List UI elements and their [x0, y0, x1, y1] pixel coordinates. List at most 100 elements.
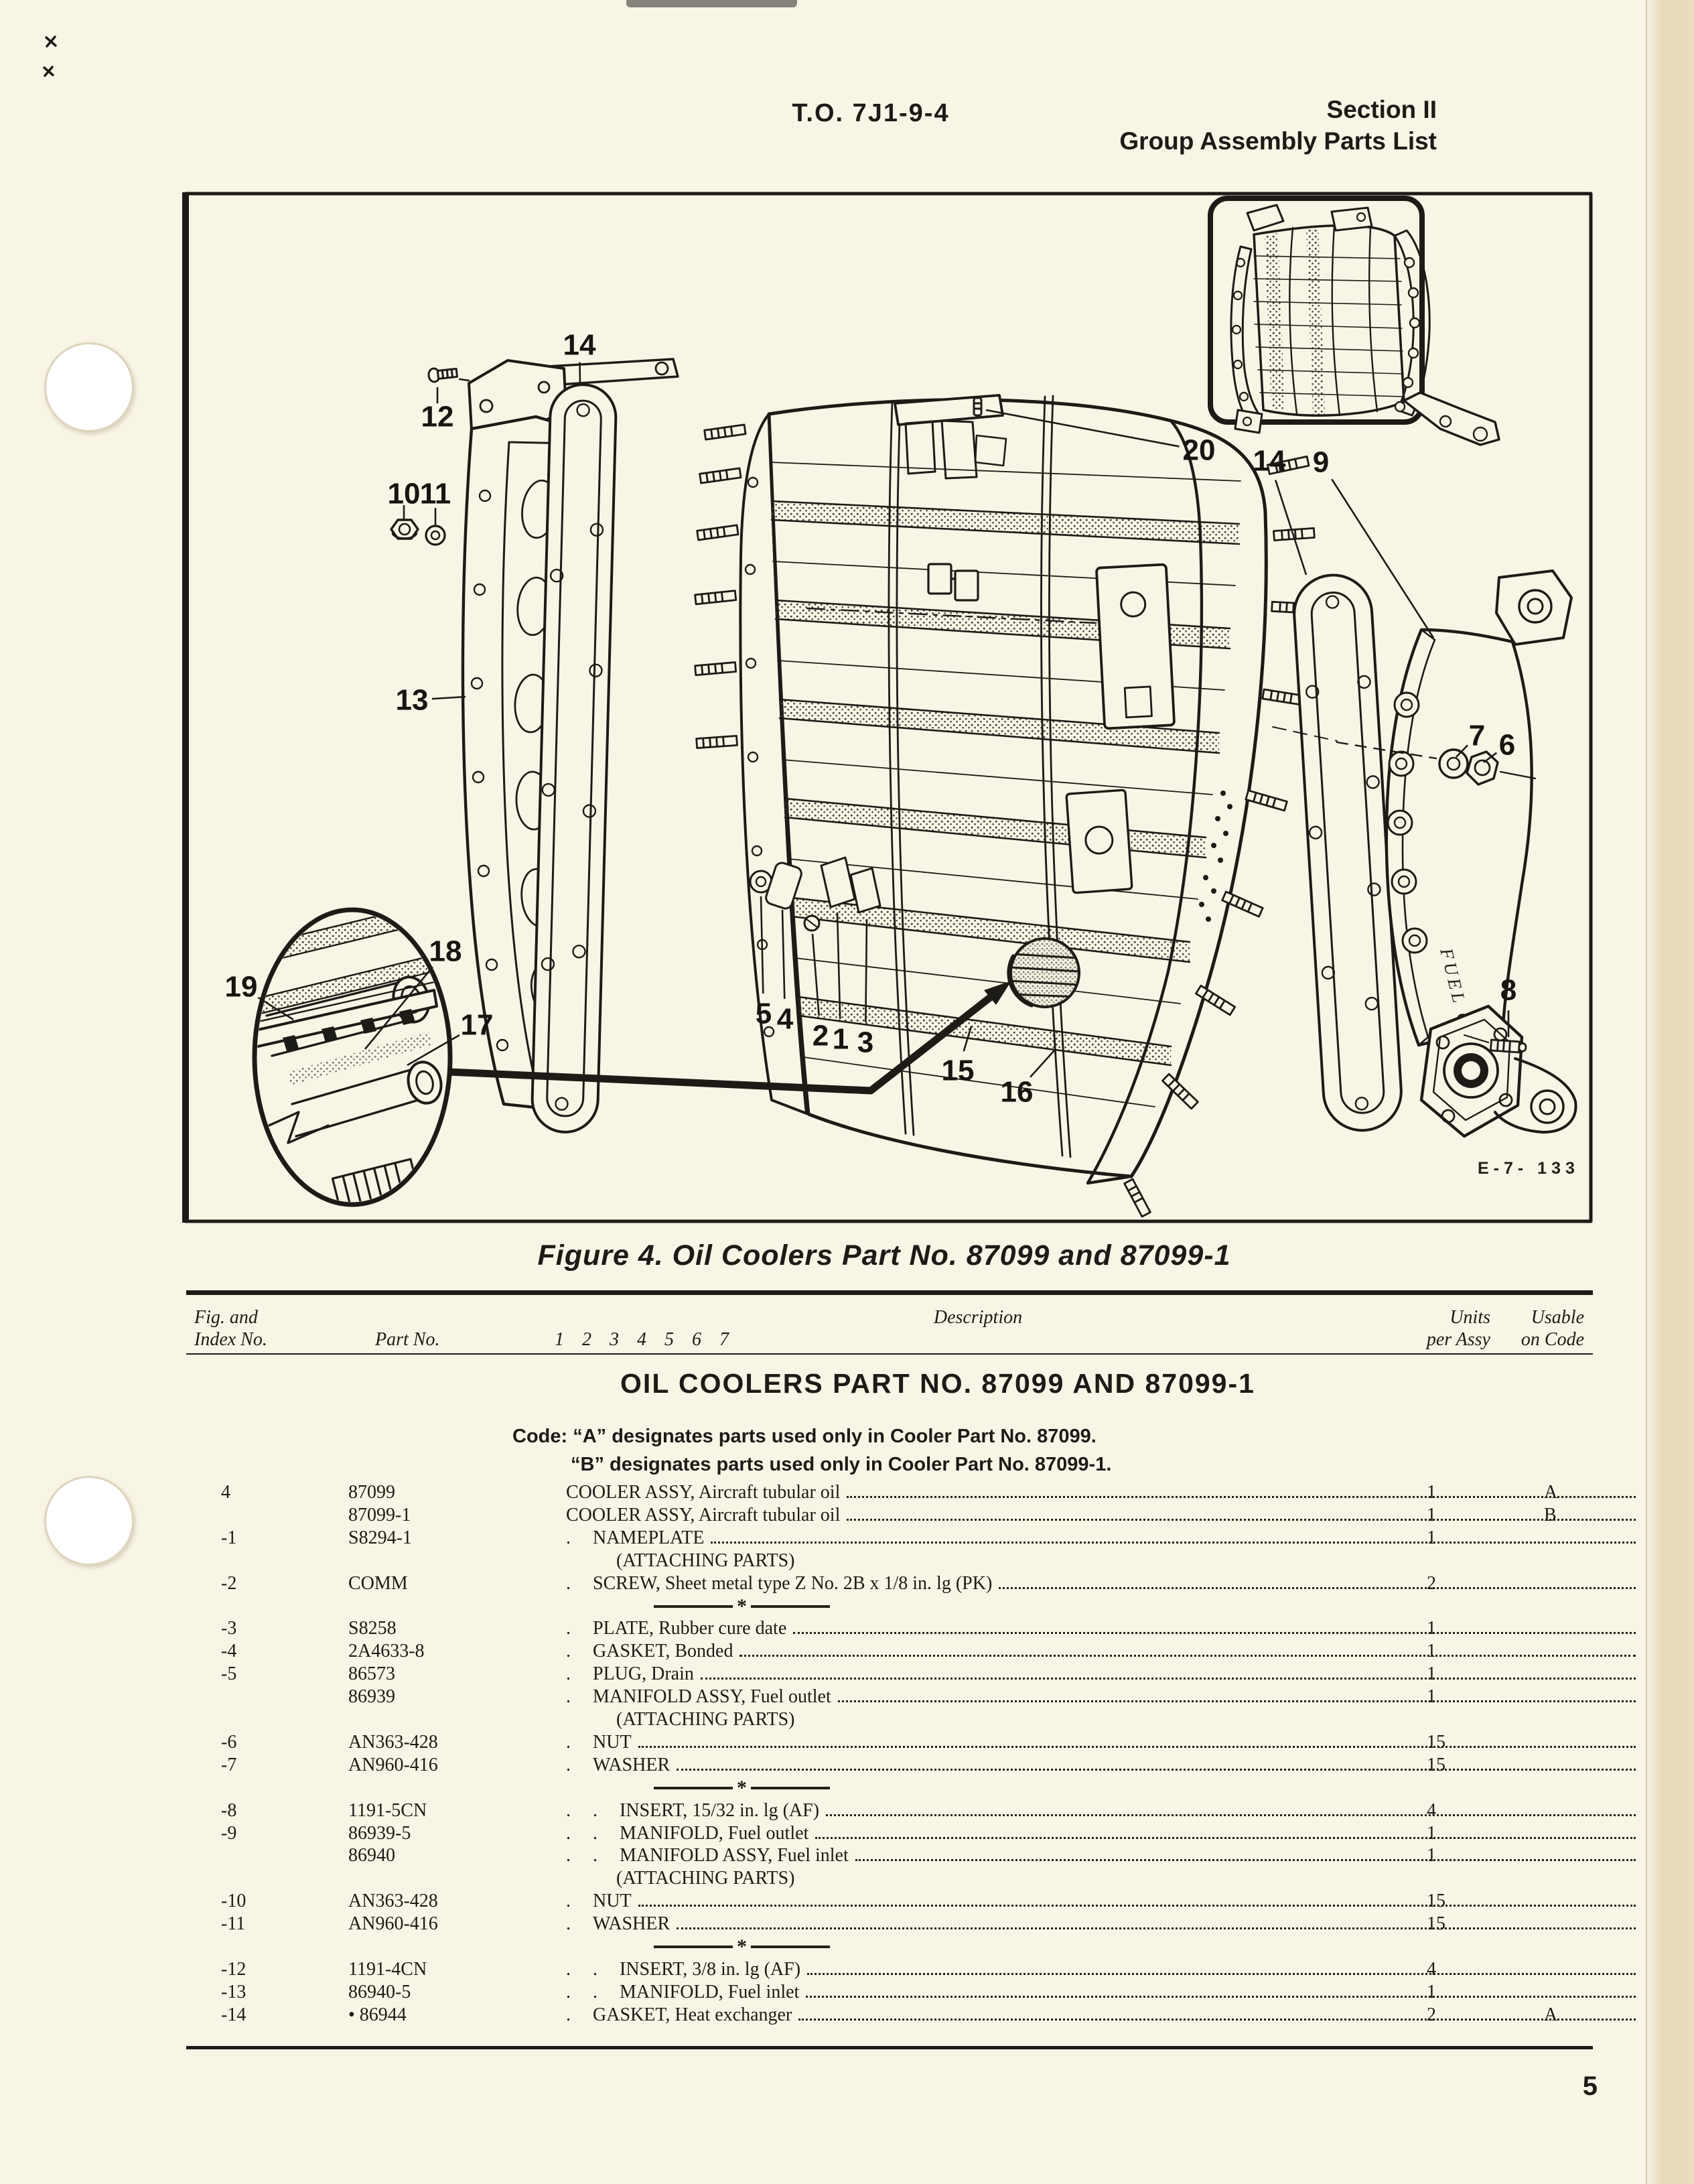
description-text: NUT — [593, 1731, 632, 1753]
indent-dot: . — [566, 1731, 571, 1753]
callout-leader-line — [781, 909, 786, 1000]
cell-units-per-assy: 15 — [1427, 1754, 1445, 1775]
description-text: PLATE, Rubber cure date — [593, 1618, 787, 1639]
description-text: NUT — [593, 1891, 632, 1912]
description-text: SCREW, Sheet metal type Z No. 2B x 1/8 i… — [593, 1572, 993, 1594]
callout-leader-line — [811, 933, 820, 1016]
nameplate-on-face — [1095, 563, 1176, 730]
callout-20: 20 — [1183, 434, 1216, 467]
registration-marks — [43, 36, 57, 77]
cell-units-per-assy: 15 — [1427, 1913, 1445, 1935]
cell-description: COOLER ASSY, Aircraft tubular oil — [566, 1505, 1641, 1526]
cell-description: .NUT — [566, 1891, 1641, 1912]
description-text: COOLER ASSY, Aircraft tubular oil — [566, 1504, 841, 1525]
dotted-leader — [700, 1678, 1636, 1680]
cell-part-no: AN960-416 — [348, 1913, 438, 1935]
stud-row-left — [694, 423, 747, 749]
callout-leader-line — [407, 1034, 460, 1067]
indent-dot: . — [566, 1572, 571, 1594]
code-note-2: “B” designates parts used only in Cooler… — [571, 1454, 1112, 1475]
callout-leader-line — [1274, 480, 1308, 575]
cell-part-no: COMM — [348, 1572, 408, 1594]
plate-on-face — [1065, 789, 1133, 894]
description-text: WASHER — [593, 1913, 670, 1935]
cell-units-per-assy: 15 — [1427, 1731, 1445, 1753]
cell-part-no: AN363-428 — [348, 1731, 438, 1753]
cell-fig-index: -4 — [221, 1641, 237, 1662]
callout-leader-line — [431, 695, 466, 700]
callout-12: 12 — [421, 401, 454, 433]
callout-17: 17 — [461, 1009, 494, 1042]
cell-usable-on-code: A — [1544, 1482, 1558, 1503]
indent-dot: . — [593, 1958, 597, 1980]
cell-description: .PLATE, Rubber cure date — [566, 1618, 1641, 1639]
cell-units-per-assy: 1 — [1427, 1527, 1436, 1548]
description-text: WASHER — [593, 1754, 670, 1775]
callout-2: 2 — [813, 1020, 829, 1052]
attaching-parts-note: (ATTACHING PARTS) — [616, 1709, 795, 1730]
description-text: MANIFOLD ASSY, Fuel inlet — [620, 1845, 849, 1866]
callout-13: 13 — [396, 684, 429, 717]
table-row: (ATTACHING PARTS) — [221, 1868, 1587, 1891]
cell-part-no: 87099-1 — [348, 1504, 411, 1525]
cell-units-per-assy: 4 — [1427, 1799, 1436, 1821]
col-header-fig: Fig. and Index No. — [194, 1306, 267, 1351]
table-row: * — [221, 1936, 1587, 1959]
cell-units-per-assy: 1 — [1427, 1504, 1436, 1525]
section-header-line2: Group Assembly Parts List — [1119, 127, 1437, 155]
indent-dot: . — [566, 1641, 571, 1662]
callout-15: 15 — [942, 1054, 975, 1087]
gasket-14-left — [531, 383, 618, 1134]
cell-part-no: 86939-5 — [348, 1822, 411, 1844]
dotted-leader — [837, 1700, 1636, 1703]
cell-description: ..MANIFOLD ASSY, Fuel inlet — [566, 1845, 1641, 1866]
col-header-units-line1: Units — [1450, 1307, 1490, 1328]
nut-10 — [390, 519, 419, 540]
cell-units-per-assy: 1 — [1427, 1482, 1436, 1503]
screw-8 — [1463, 1034, 1527, 1054]
callout-6: 6 — [1499, 729, 1515, 762]
dotted-leader — [826, 1814, 1636, 1816]
indent-dot: . — [566, 1822, 571, 1844]
washer-7 — [1272, 726, 1469, 779]
punch-hole-top — [44, 342, 134, 432]
cooler-core — [694, 394, 1316, 1218]
description-text: GASKET, Bonded — [593, 1641, 733, 1662]
callout-leader-line — [1030, 1050, 1055, 1078]
washer-11 — [425, 525, 446, 546]
group-title: OIL COOLERS PART NO. 87099 AND 87099-1 — [620, 1368, 1255, 1399]
cell-units-per-assy: 4 — [1427, 1958, 1436, 1980]
callout-leader-line — [1331, 478, 1435, 638]
callout-5: 5 — [756, 998, 772, 1030]
dotted-leader — [855, 1859, 1636, 1862]
callout-3: 3 — [857, 1026, 873, 1059]
cell-usable-on-code: B — [1544, 1504, 1557, 1525]
tube-opening — [1007, 937, 1080, 1008]
callout-16: 16 — [1001, 1076, 1034, 1109]
cell-units-per-assy: 15 — [1427, 1891, 1445, 1912]
cell-fig-index: -1 — [221, 1527, 237, 1548]
core-end-plate — [1086, 419, 1268, 1185]
cell-units-per-assy: 1 — [1427, 1618, 1436, 1639]
cell-description: .PLUG, Drain — [566, 1663, 1641, 1685]
cell-units-per-assy: 2 — [1427, 1572, 1436, 1594]
description-text: COOLER ASSY, Aircraft tubular oil — [566, 1482, 841, 1503]
cell-fig-index: -3 — [221, 1618, 237, 1639]
indent-dot: . — [566, 1663, 571, 1685]
col-header-description: Description — [933, 1307, 1023, 1328]
description-text: INSERT, 15/32 in. lg (AF) — [620, 1799, 820, 1821]
dotted-leader — [999, 1586, 1636, 1589]
cell-fig-index: -9 — [221, 1822, 237, 1844]
callout-7: 7 — [1469, 720, 1485, 752]
manifold-flange — [1419, 1004, 1524, 1138]
cell-fig-index: -8 — [221, 1799, 237, 1821]
cell-fig-index: -10 — [221, 1891, 246, 1912]
